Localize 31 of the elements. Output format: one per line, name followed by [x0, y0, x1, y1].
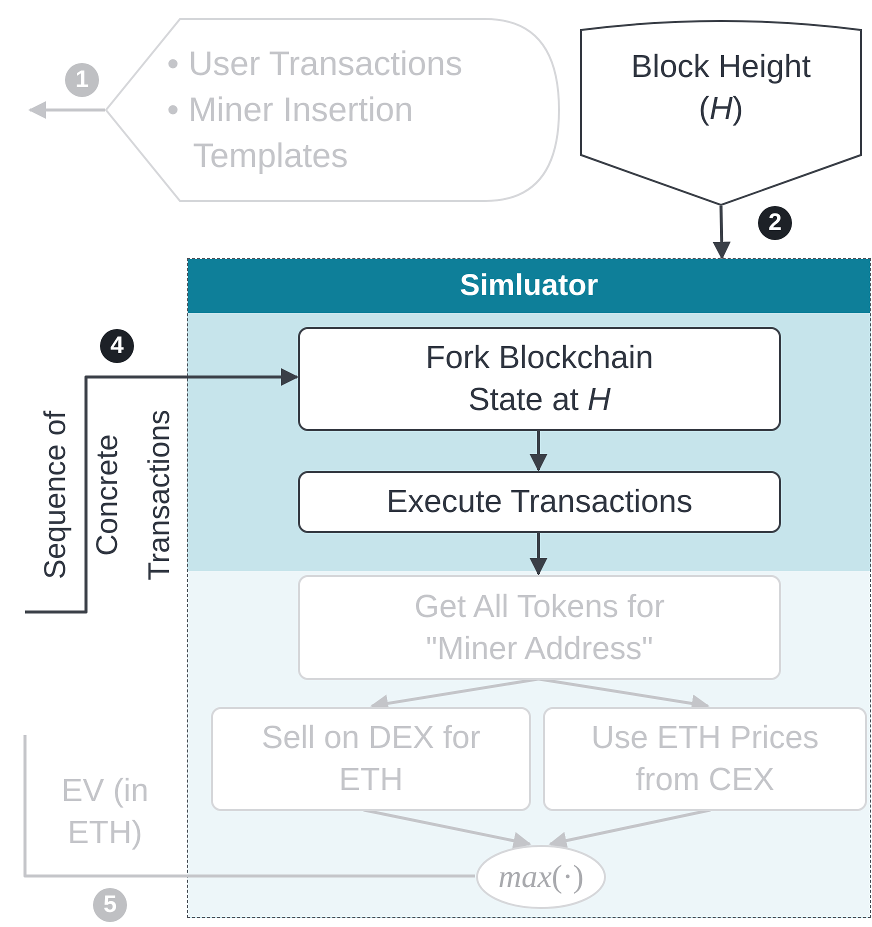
process-box	[298, 327, 781, 431]
node-text: Block Height (H)	[630, 47, 812, 128]
bullet-item: • Miner Insertion Templates	[167, 90, 414, 177]
step-number: 4	[100, 329, 134, 363]
node-text: Get All Tokens for "Miner Address"	[413, 586, 666, 668]
output-label: EV (in ETH)	[60, 771, 150, 852]
arrow	[530, 430, 548, 472]
process-box	[543, 707, 867, 811]
arrow	[363, 808, 532, 850]
bullet-item: • User Transactions	[167, 44, 464, 85]
step-number: 1	[65, 63, 99, 97]
process-box	[211, 707, 531, 811]
arrow	[530, 532, 548, 576]
node-text: Sell on DEX for ETH	[260, 718, 482, 799]
step-number: 5	[93, 888, 127, 922]
arrow	[28, 101, 105, 119]
function-ellipse	[476, 845, 606, 909]
step-number: 2	[758, 206, 792, 240]
edge-label: Sequence of Concrete Transactions	[38, 408, 177, 582]
display-shape	[105, 18, 560, 202]
node-text: Execute Transactions	[386, 482, 692, 522]
node-text: Use ETH Prices from CEX	[590, 718, 820, 799]
node-text: max(·)	[498, 857, 584, 896]
arrow	[712, 206, 731, 260]
arrow	[25, 368, 299, 614]
simulator-panel	[187, 258, 871, 918]
process-box	[298, 575, 781, 680]
node-text: Fork Blockchain State at H	[424, 338, 654, 419]
arrow	[548, 808, 711, 850]
process-box	[298, 471, 781, 533]
panel-header: Simluator	[188, 259, 870, 313]
